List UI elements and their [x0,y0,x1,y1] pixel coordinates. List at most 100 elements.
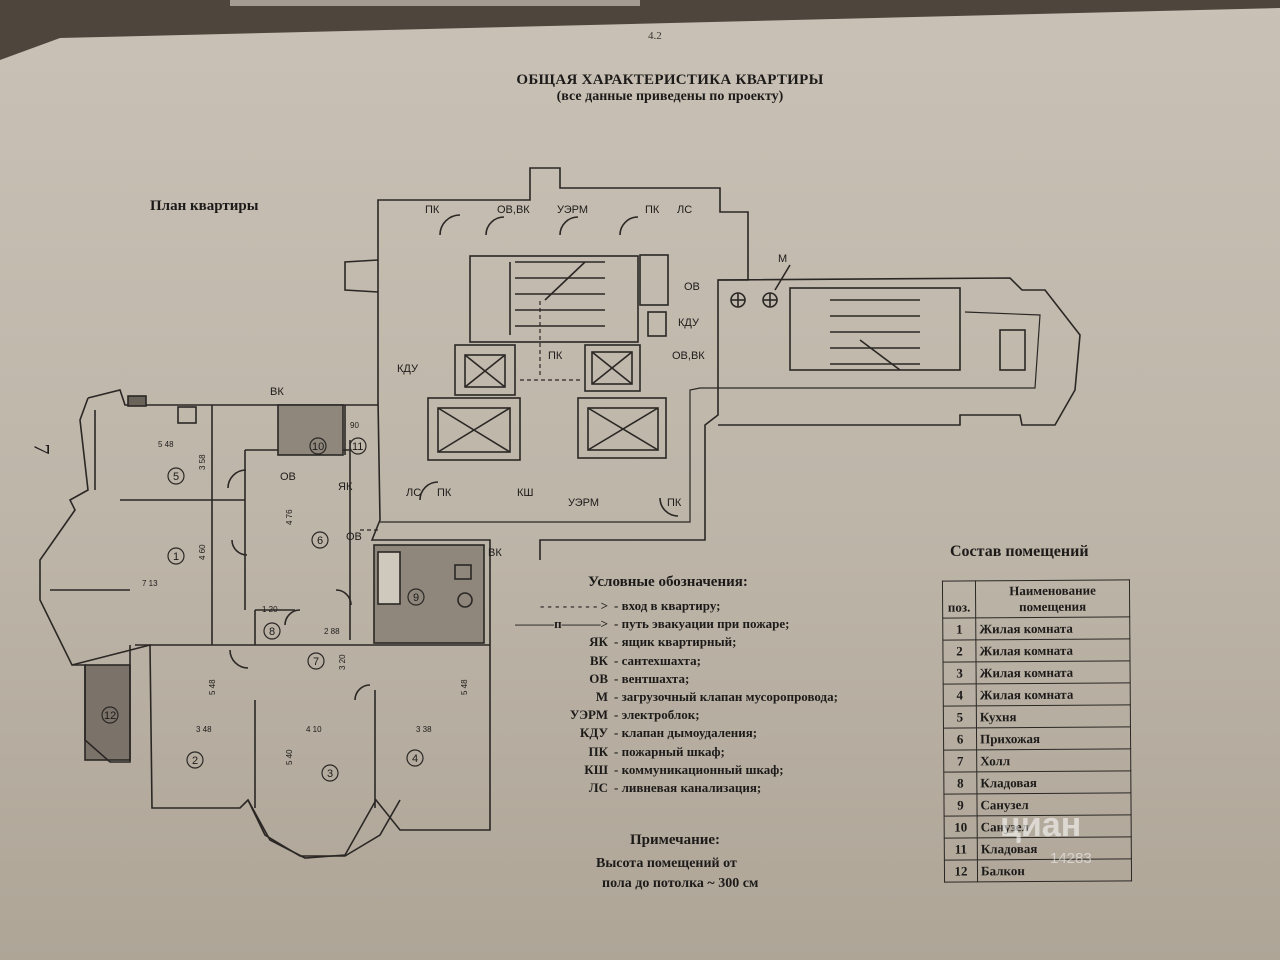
plan-label-ovvk-2: ОВ,ВК [672,350,705,362]
col-name-label: Наименование помещения [1009,582,1096,615]
page-number: 4.2 [648,30,662,42]
legend-symbol: ЛС [588,780,608,795]
dim-kitchen-depth: 3 58 [198,454,207,470]
plan-label-uerm-1: УЭРМ [557,204,588,216]
room-number: 6 [943,727,977,751]
legend-symbol: КШ [584,761,608,777]
room-marker-12: 12 [104,710,116,722]
bathroom-tiles [373,544,485,644]
plan-label-m: М [778,253,787,265]
rooms-table-header: поз. Наименование помещения [942,579,1130,619]
legend-symbol: ПК [588,743,608,759]
room-marker-9: 9 [413,592,419,604]
legend-symbol: ———п———> [515,616,608,632]
legend-symbol: УЭРМ [569,707,608,723]
dim-hall7-width: 2 88 [324,627,340,636]
room-name: Жилая комната [976,682,1131,706]
plan-label-ls-2: ЛС [406,487,421,499]
dim-hall-depth: 4 76 [285,509,294,525]
document-title: ОБЩАЯ ХАРАКТЕРИСТИКА КВАРТИРЫ [516,72,824,88]
plan-label-ov-3: ОВ [346,531,362,543]
room-name: Кладовая [976,770,1131,794]
plan-label-vk-2: ВК [488,547,502,559]
legend-description: - коммуникационный шкаф; [614,761,784,777]
room-markers [101,437,425,782]
note-line-1: Высота помещений от [596,856,737,871]
common-core [344,167,749,560]
room-name: Прихожая [976,726,1131,750]
dim-storage8: 1 20 [262,605,278,614]
dim-storage11: 90 [350,421,359,430]
room-name: Жилая комната [975,616,1130,640]
legend-description: - вход в квартиру; [614,598,721,613]
dim-room3-depth: 5 40 [285,749,294,765]
plan-label-vk-1: ВК [270,386,284,398]
plan-label-pk-5: ПК [667,497,682,509]
plan-label-ov-2: ОВ [280,471,296,483]
dim-room4-width: 3 38 [416,725,432,734]
room-number: 8 [943,771,977,795]
dim-room2-depth: 5 48 [208,679,217,695]
room-number: 4 [943,683,977,707]
legend-description: - ящик квартирный; [614,634,737,650]
balcony-hatch [84,664,131,761]
room-number: 10 [944,815,978,839]
legend-description: - сантехшахта; [614,652,701,668]
room-marker-5: 5 [173,471,179,483]
plan-label-ksh: КШ [517,487,534,499]
col-name-header: Наименование помещения [975,579,1130,618]
plan-label-pk-1: ПК [425,204,440,216]
dim-room1-width: 7 13 [142,579,158,588]
plan-label-uerm-2: УЭРМ [568,497,599,509]
legend-description: - загрузочный клапан мусоропровода; [614,689,838,704]
room-name: Жилая комната [976,660,1131,684]
legend-symbol: М [595,689,608,704]
room-number: 3 [943,661,977,685]
room-marker-7: 7 [313,656,319,668]
legend-symbol: ОВ [589,670,608,686]
legend-title: Условные обозначения: [588,574,748,590]
plan-label-pk-2: ПК [645,204,660,216]
room-marker-4: 4 [412,753,418,765]
plan-label-ovvk-1: ОВ,ВК [497,204,530,216]
room-number: 2 [942,639,977,663]
room-number: 5 [943,705,977,729]
room-number: 7 [943,749,977,773]
plan-label-ov-1: ОВ [684,281,700,293]
watermark-logo: циан [1000,806,1082,844]
legend-symbol: КДУ [579,725,608,741]
note-line-2: пола до потолка ~ 300 см [602,876,759,891]
room-marker-2: 2 [192,755,198,767]
col-no-label: поз. [947,599,971,615]
legend-symbol: - - - - - - - - > [539,598,608,613]
room-marker-3: 3 [327,768,333,780]
plan-label-pk-4: ПК [437,487,452,499]
plan-label-kdu-2: КДУ [397,363,419,375]
room-marker-8: 8 [269,626,275,638]
room-marker-11: 11 [352,441,363,453]
plan-label-ls-1: ЛС [677,204,692,216]
plan-label-kdu-1: КДУ [678,317,700,329]
plan-label-pk-3: ПК [548,350,563,362]
legend-symbol: ВК [589,652,608,668]
paper-top-edge [0,0,1280,60]
room-number: 11 [944,837,978,861]
legend-description: - ливневая канализация; [614,780,762,795]
escape-stair [717,264,1081,426]
note-title: Примечание: [630,832,721,848]
plan-label-yak: ЯК [338,481,353,493]
room-name: Кухня [976,704,1131,728]
legend-description: - клапан дымоудаления; [614,725,758,741]
dim-room4-depth: 5 48 [460,679,469,695]
room-marker-6: 6 [317,535,323,547]
document-subtitle: (все данные приведены по проекту) [556,89,784,104]
legend-description: - путь эвакуации при пожаре; [614,616,790,632]
